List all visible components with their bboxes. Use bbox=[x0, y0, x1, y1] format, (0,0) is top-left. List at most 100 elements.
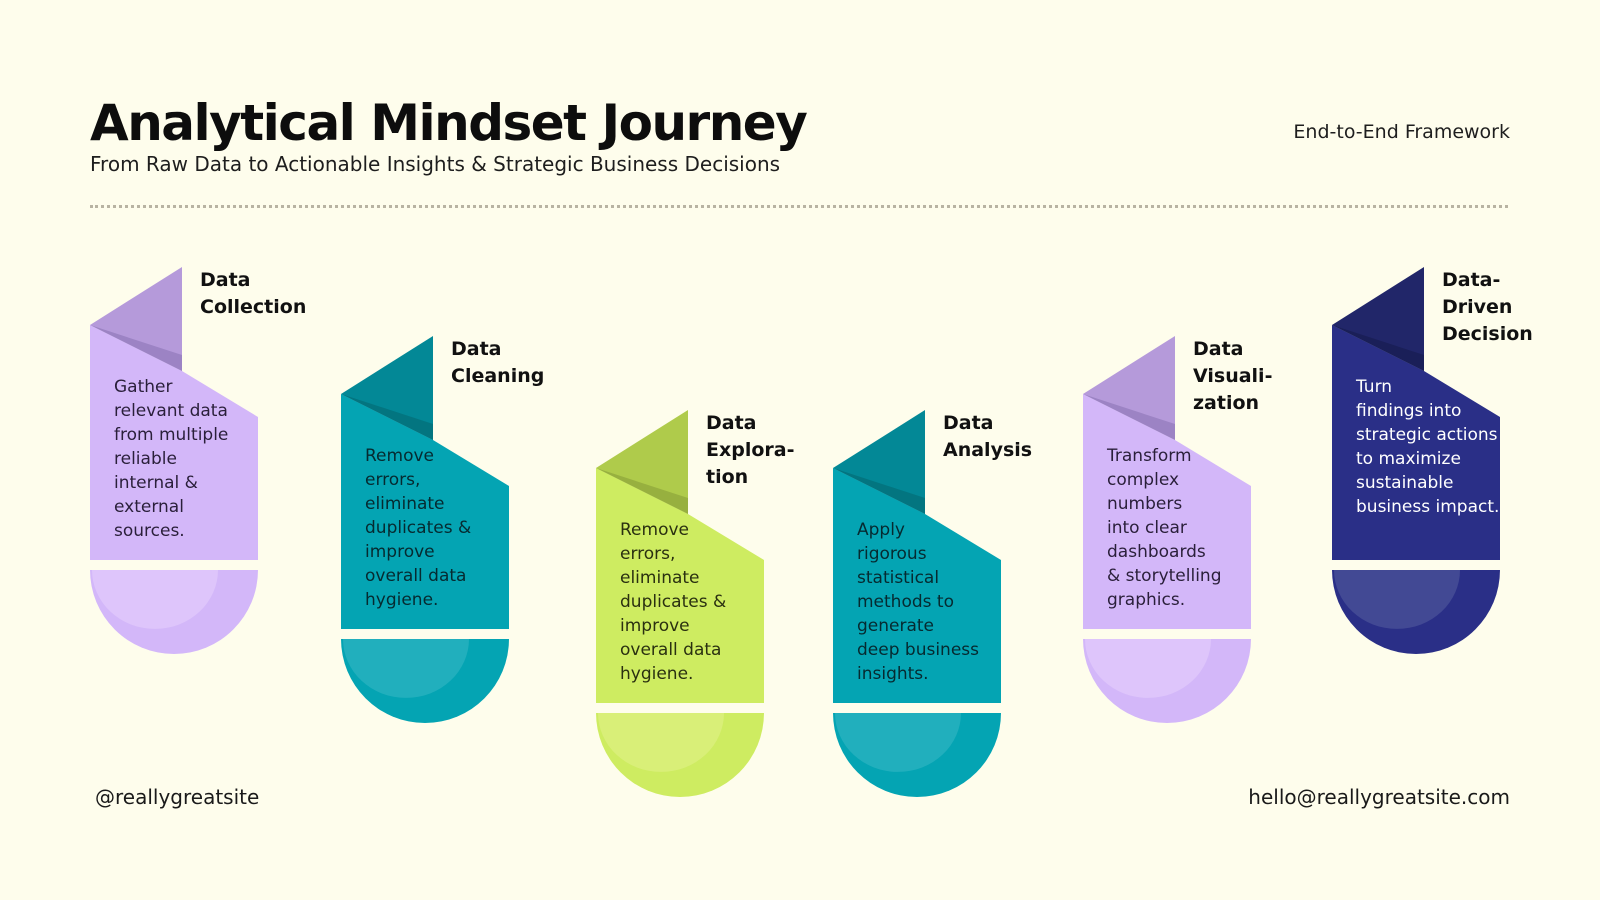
step-title-line: Data bbox=[943, 412, 994, 434]
step-title-line: Analysis bbox=[943, 439, 1033, 461]
fold-flap bbox=[1332, 267, 1424, 371]
step-body bbox=[1332, 325, 1500, 560]
step-title-line: Driven bbox=[1442, 296, 1513, 318]
step-description: Remove errors, eliminate duplicates & improv… bbox=[365, 444, 515, 612]
step-description-line: Transform bbox=[1107, 446, 1192, 466]
step-description-line: & storytelling bbox=[1107, 566, 1222, 586]
step-shape bbox=[90, 267, 258, 654]
step-title-line: tion bbox=[706, 466, 749, 488]
page-title: Analytical Mindset Journey bbox=[90, 94, 808, 152]
base-highlight bbox=[92, 570, 218, 629]
fold-crease bbox=[1083, 394, 1175, 440]
fold-crease bbox=[90, 325, 182, 371]
step-description-line: improve bbox=[365, 542, 435, 562]
step-description-line: generate bbox=[857, 616, 935, 636]
step-body bbox=[90, 325, 258, 560]
step-description-line: insights. bbox=[857, 664, 929, 684]
step-title-line: Decision bbox=[1442, 323, 1533, 345]
step-shape bbox=[596, 410, 764, 797]
step-title-line: Data bbox=[451, 338, 502, 360]
step-title-line: Data bbox=[706, 412, 757, 434]
step-title-line: Visuali- bbox=[1193, 365, 1273, 387]
fold-flap bbox=[833, 410, 925, 514]
step-description-line: improve bbox=[620, 616, 690, 636]
step-description-line: overall data bbox=[620, 640, 722, 660]
step-description-line: statistical bbox=[857, 568, 940, 588]
fold-flap bbox=[1083, 336, 1175, 440]
contact-email: hello@reallygreatsite.com bbox=[1248, 785, 1510, 809]
step-description-line: duplicates & bbox=[365, 518, 472, 538]
fold-flap bbox=[596, 410, 688, 514]
social-handle: @reallygreatsite bbox=[95, 785, 260, 809]
step-shape bbox=[833, 410, 1001, 797]
fold-crease bbox=[833, 468, 925, 514]
framework-label: End-to-End Framework bbox=[1293, 121, 1510, 143]
step-description-line: complex bbox=[1107, 470, 1180, 490]
step-title-line: Data bbox=[200, 269, 251, 291]
step-description-line: relevant data bbox=[114, 401, 228, 421]
step-description-line: eliminate bbox=[620, 568, 700, 588]
fold-flap bbox=[341, 336, 433, 440]
step-title-line: Data- bbox=[1442, 269, 1501, 291]
step-description-line: Turn bbox=[1356, 377, 1393, 397]
base-highlight bbox=[1334, 570, 1460, 629]
base-highlight bbox=[343, 639, 469, 698]
step-title-line: Collection bbox=[200, 296, 307, 318]
step-body bbox=[341, 394, 509, 629]
step-description-line: hygiene. bbox=[365, 590, 439, 610]
step-description-line: eliminate bbox=[365, 494, 445, 514]
step-description-line: errors, bbox=[620, 544, 676, 564]
step-description: Remove errors, eliminate duplicates & improv… bbox=[620, 518, 770, 686]
fold-flap bbox=[90, 267, 182, 371]
page-subtitle: From Raw Data to Actionable Insights & S… bbox=[90, 152, 781, 176]
step-title-line: Data bbox=[1193, 338, 1244, 360]
step-description-line: deep business bbox=[857, 640, 979, 660]
step-description-line: internal & bbox=[114, 473, 198, 493]
step-description-line: Remove bbox=[365, 446, 434, 466]
step-description-line: hygiene. bbox=[620, 664, 694, 684]
step-description-line: numbers bbox=[1107, 494, 1183, 514]
fold-crease bbox=[596, 468, 688, 514]
step-description-line: methods to bbox=[857, 592, 954, 612]
step-description-line: dashboards bbox=[1107, 542, 1206, 562]
base-highlight bbox=[1085, 639, 1211, 698]
step-description-line: graphics. bbox=[1107, 590, 1186, 610]
step-body bbox=[1083, 394, 1251, 629]
fold-crease bbox=[341, 394, 433, 440]
step-description-line: from multiple bbox=[114, 425, 229, 445]
fold-crease bbox=[1332, 325, 1424, 371]
step-shape bbox=[1332, 267, 1500, 654]
step-description-line: sources. bbox=[114, 521, 185, 541]
step-description-line: sustainable bbox=[1356, 473, 1454, 493]
step-description-line: Apply bbox=[857, 520, 905, 540]
step-description-line: Remove bbox=[620, 520, 689, 540]
step-description-line: business impact. bbox=[1356, 497, 1500, 517]
step-description-line: strategic actions bbox=[1356, 425, 1498, 445]
step-shape bbox=[341, 336, 509, 723]
step-body bbox=[596, 468, 764, 703]
step-description-line: errors, bbox=[365, 470, 421, 490]
base-highlight bbox=[598, 713, 724, 772]
step-description-line: external bbox=[114, 497, 184, 517]
step-description-line: into clear bbox=[1107, 518, 1187, 538]
step-description-line: duplicates & bbox=[620, 592, 727, 612]
step-description-line: findings into bbox=[1356, 401, 1462, 421]
step-title-line: Explora- bbox=[706, 439, 795, 461]
dotted-divider bbox=[90, 205, 1508, 208]
step-description-line: overall data bbox=[365, 566, 467, 586]
step-shape bbox=[1083, 336, 1251, 723]
